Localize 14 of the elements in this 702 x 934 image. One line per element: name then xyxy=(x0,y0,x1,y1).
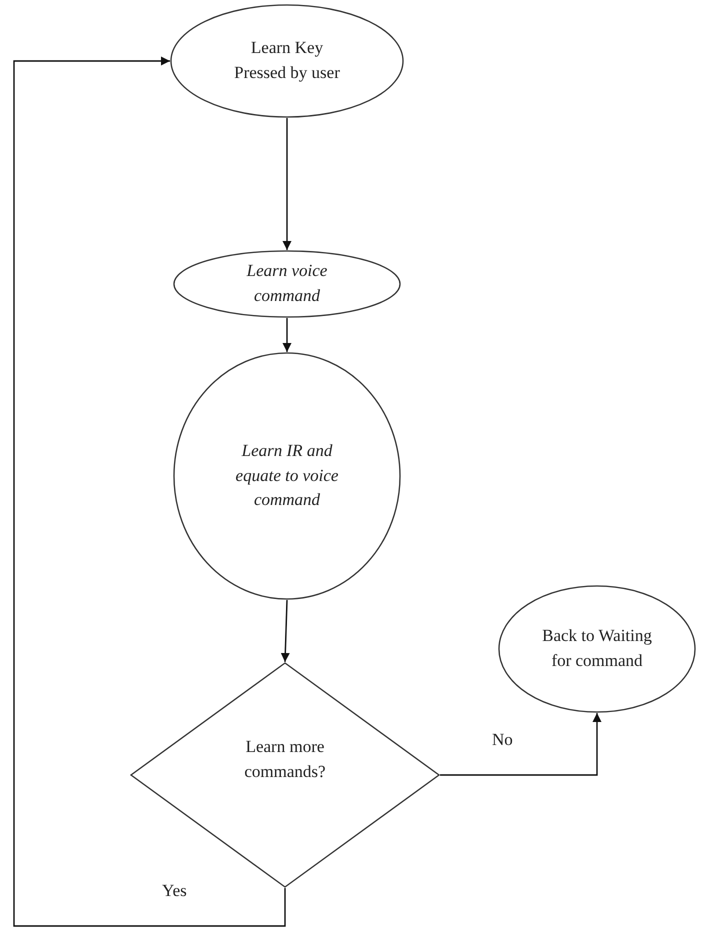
node-label: Learn Key Pressed by user xyxy=(233,37,341,84)
arrow xyxy=(13,56,286,927)
arrow xyxy=(440,713,602,776)
node-label: Back to Waiting for command xyxy=(542,625,652,672)
process-ellipse xyxy=(173,250,401,318)
process-ellipse xyxy=(170,4,404,118)
arrow xyxy=(280,600,290,662)
node-label: Learn voice command xyxy=(246,260,328,307)
node-label: Learn more commands? xyxy=(243,736,327,783)
arrow xyxy=(282,318,292,352)
process-ellipse xyxy=(498,585,696,713)
node-label: Learn IR and equate to voice command xyxy=(234,440,340,512)
process-ellipse xyxy=(173,352,401,600)
arrow xyxy=(282,118,292,250)
